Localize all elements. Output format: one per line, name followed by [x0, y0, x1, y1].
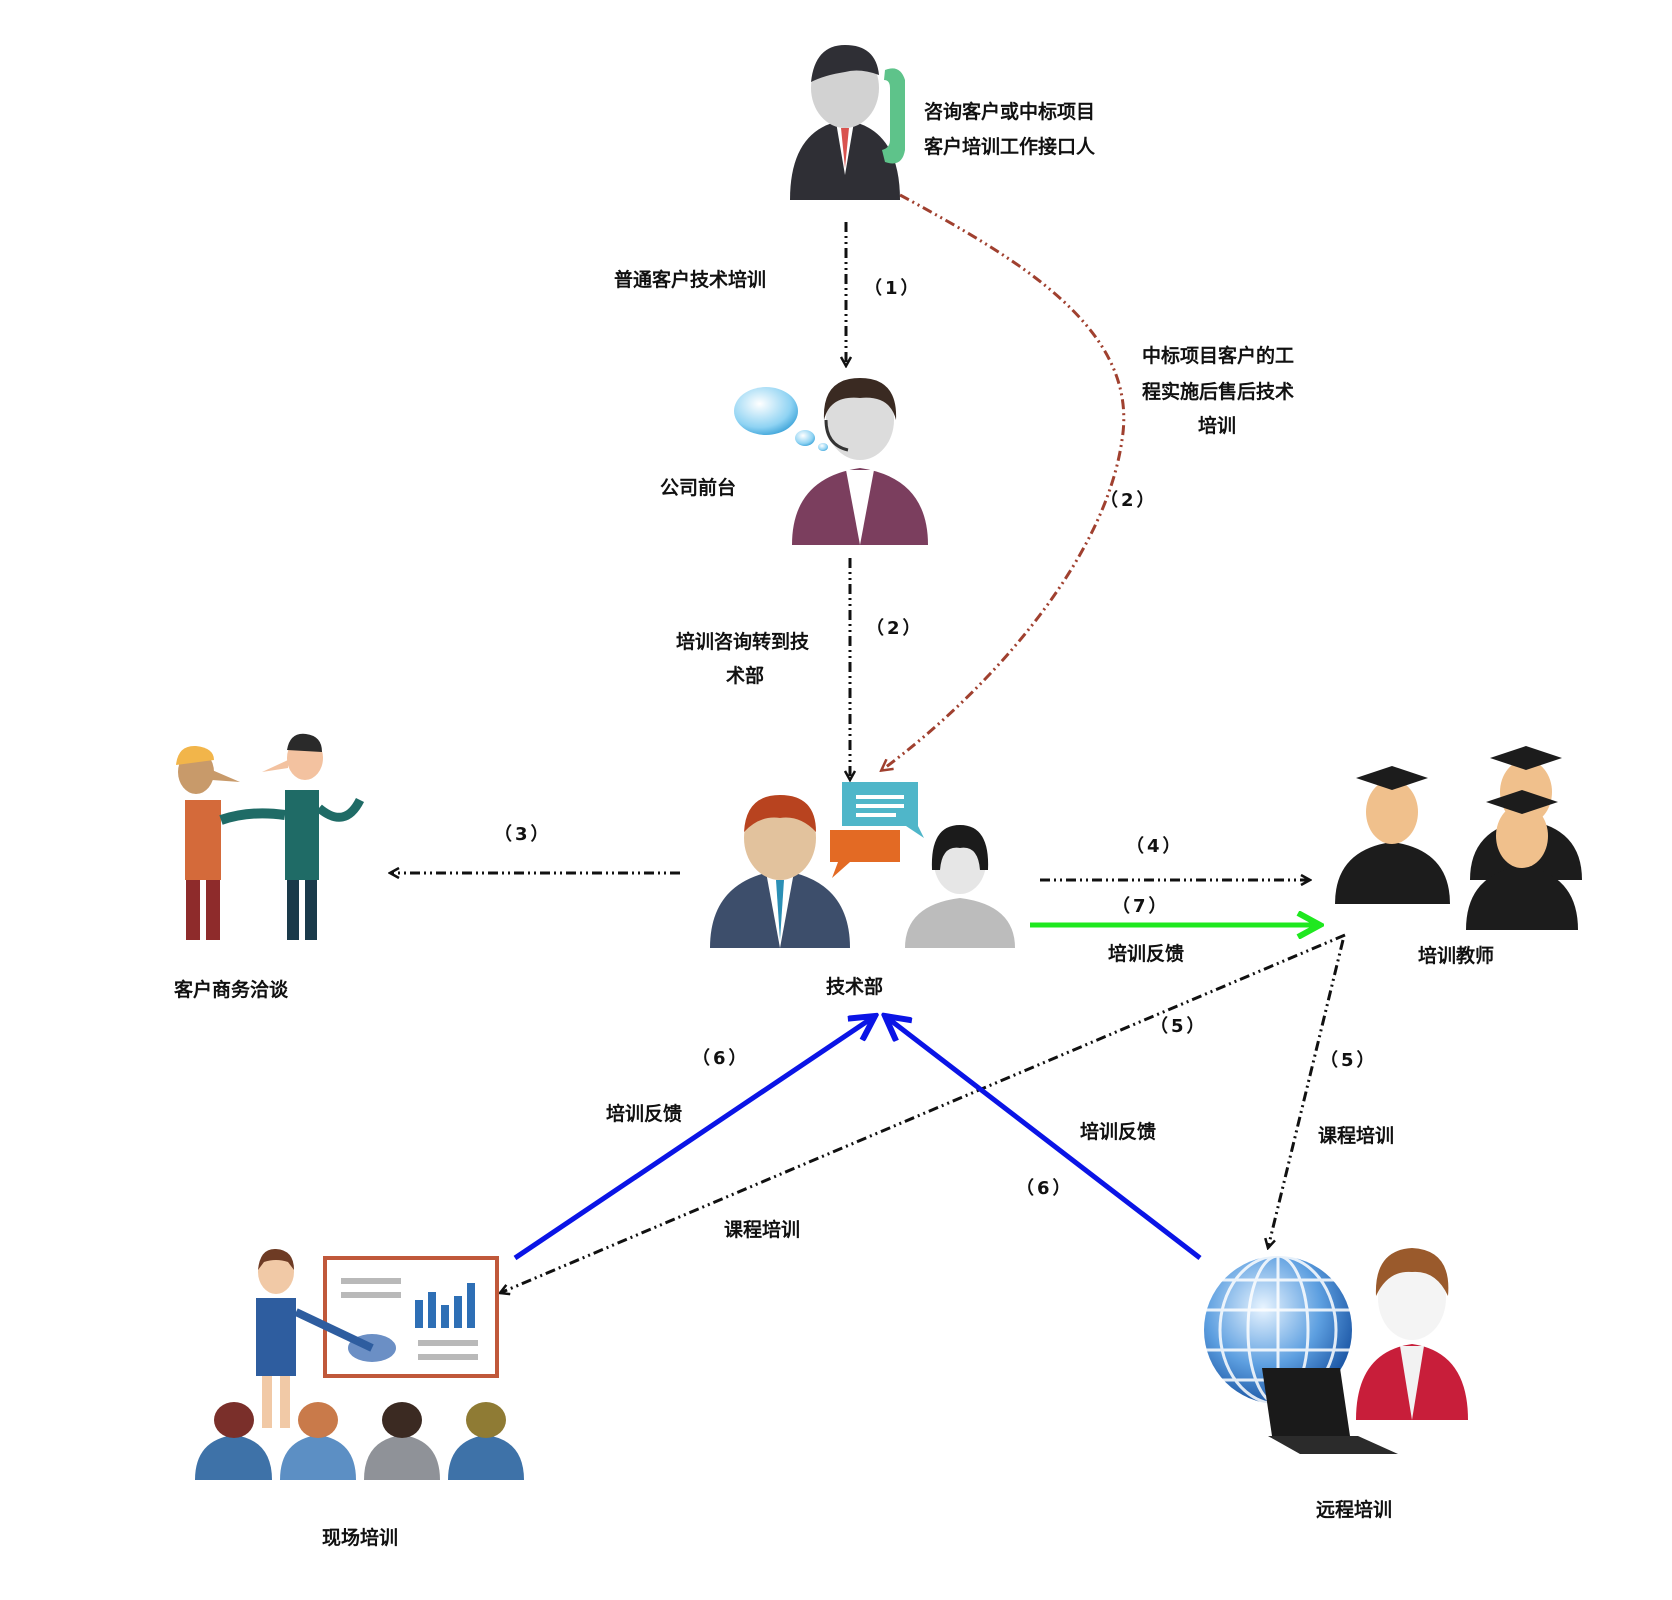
- edge-5-remote: [1268, 939, 1345, 1248]
- phone-person-icon: [790, 45, 905, 200]
- onsite-label: 现场培训: [322, 1526, 398, 1549]
- edge-7-label: 培训反馈: [1108, 942, 1184, 965]
- edge-5b-label: 课程培训: [1318, 1124, 1394, 1147]
- front-desk-label: 公司前台: [660, 476, 736, 499]
- handshake-icon: [176, 733, 365, 940]
- edge-5a-number: （5）: [1150, 1016, 1208, 1037]
- edge-5b-number: （5）: [1320, 1050, 1378, 1071]
- edge-6b-label: 培训反馈: [1080, 1120, 1156, 1143]
- edge-6a-number: （6）: [692, 1048, 750, 1069]
- edge-5a-label: 课程培训: [724, 1218, 800, 1241]
- tech-team-icon: [710, 782, 1015, 948]
- receptionist-icon: [734, 378, 928, 545]
- edge-7-number: （7）: [1112, 896, 1170, 917]
- edge-6-remote: [885, 1016, 1202, 1260]
- teachers-icon: [1335, 746, 1582, 930]
- edge-6-onsite: [513, 1016, 875, 1261]
- remote-label: 远程培训: [1316, 1498, 1392, 1521]
- edge-2-winning-bid: [882, 193, 1126, 770]
- contact-person-label-line1: 咨询客户或中标项目: [924, 100, 1095, 123]
- contact-person-label-line2: 客户培训工作接口人: [924, 135, 1096, 158]
- teachers-label: 培训教师: [1418, 944, 1494, 967]
- edge-3-number: （3）: [494, 824, 552, 845]
- edge-1-number: （1）: [864, 278, 922, 299]
- edge-6a-label: 培训反馈: [606, 1102, 682, 1125]
- remote-learning-icon: [1204, 1248, 1468, 1454]
- business-label: 客户商务洽谈: [174, 978, 289, 1001]
- edge-2b-label-line3: 培训: [1198, 414, 1236, 437]
- edge-2a-label-line1: 培训咨询转到技: [676, 630, 810, 653]
- edge-1-label: 普通客户技术培训: [614, 268, 766, 291]
- edge-2a-label-line2: 术部: [726, 664, 764, 687]
- presentation-icon: [195, 1248, 524, 1480]
- edge-6b-number: （6）: [1016, 1178, 1074, 1199]
- edge-2b-label-line1: 中标项目客户的工: [1142, 344, 1294, 367]
- edge-2b-label-line2: 程实施后售后技术: [1142, 380, 1294, 403]
- edge-2b-number: （2）: [1100, 490, 1158, 511]
- tech-dept-label: 技术部: [826, 975, 883, 998]
- edge-4-number: （4）: [1126, 836, 1184, 857]
- edge-2a-number: （2）: [866, 618, 924, 639]
